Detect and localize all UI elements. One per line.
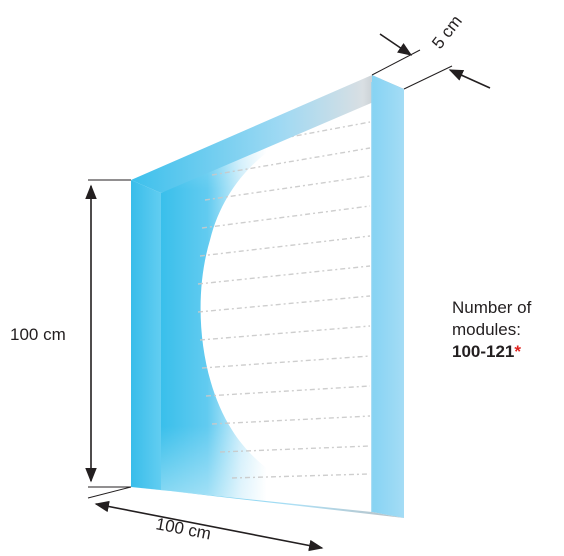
panel-top-edge <box>131 75 404 193</box>
panel-right-edge <box>372 75 404 518</box>
modules-label-line1: Number of <box>452 298 532 317</box>
glass-panel <box>131 75 404 518</box>
modules-label-line2: modules: <box>452 320 521 339</box>
height-dimension: 100 cm <box>10 179 131 488</box>
panel-left-edge <box>131 180 161 490</box>
width-arrow <box>94 500 324 552</box>
footnote-marker: * <box>514 342 522 361</box>
depth-dimension: 5 cm <box>371 12 491 90</box>
module-disc <box>200 112 372 507</box>
modules-count: 100-121 <box>452 342 515 361</box>
modules-count-line: 100-121* <box>452 341 562 363</box>
width-label: 100 cm <box>154 514 212 543</box>
depth-arrow-upper <box>379 33 413 56</box>
depth-arrow-lower <box>448 69 491 89</box>
module-rows <box>197 121 371 479</box>
modules-info: Number of modules: 100-121* <box>452 297 562 363</box>
depth-label: 5 cm <box>428 12 466 53</box>
height-label: 100 cm <box>10 325 66 344</box>
